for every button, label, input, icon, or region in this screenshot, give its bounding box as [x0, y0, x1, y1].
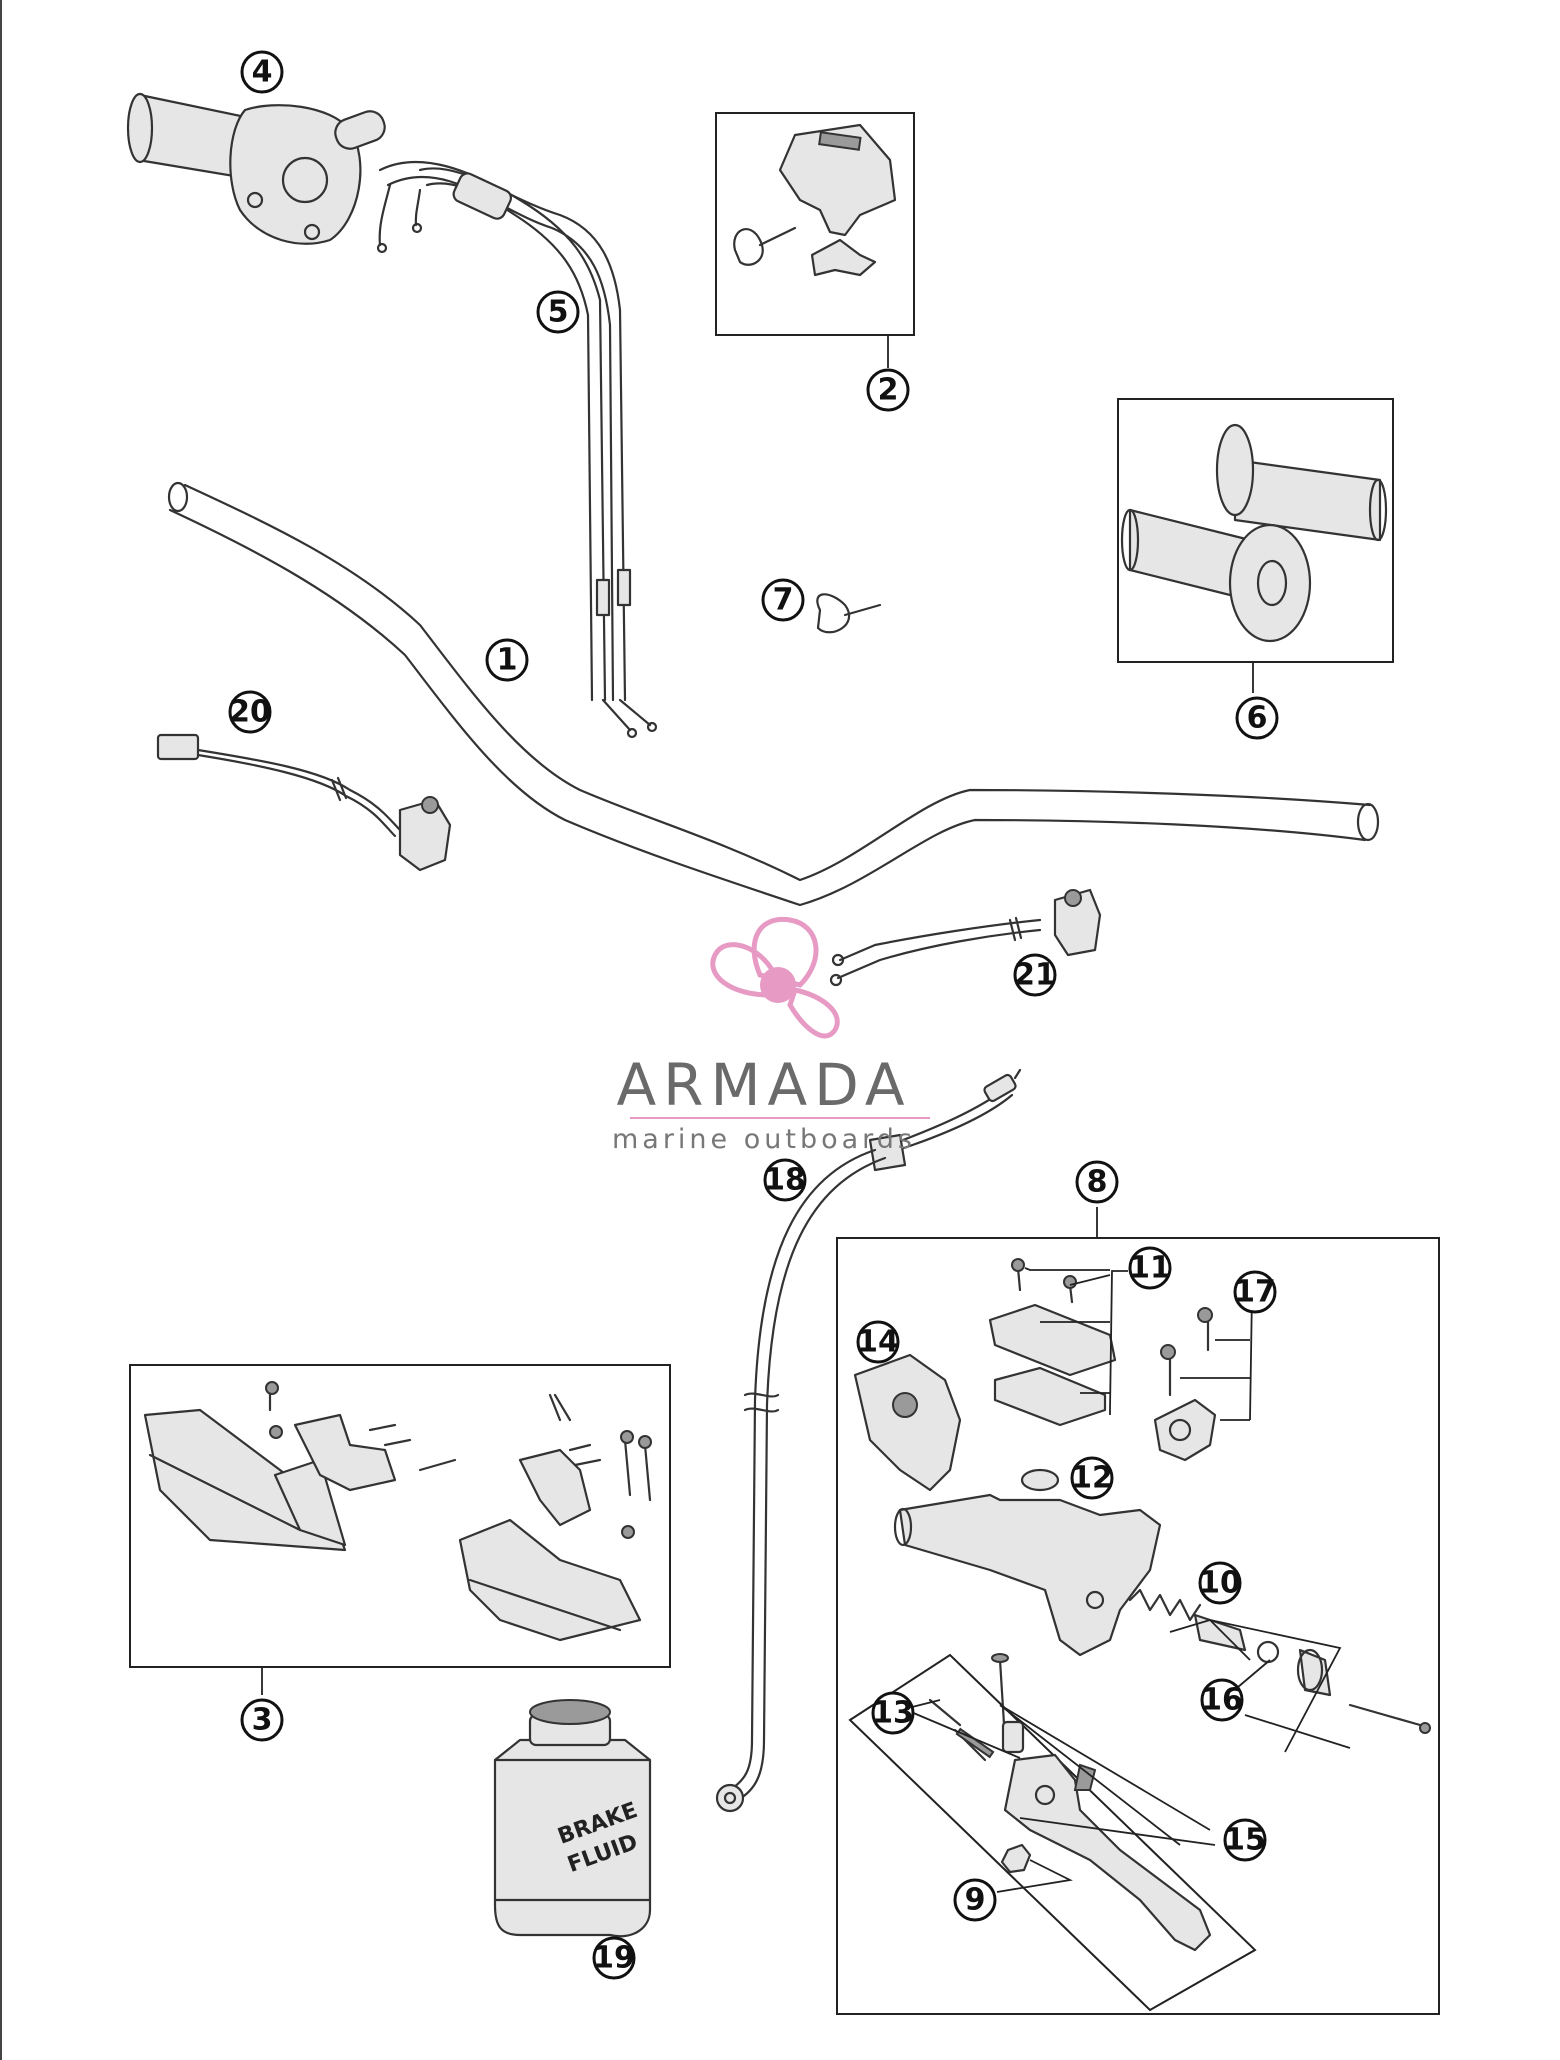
svg-text:4: 4	[252, 55, 273, 90]
svg-text:1: 1	[497, 643, 518, 678]
callout-4: 4	[240, 50, 284, 94]
callout-5: 5	[536, 290, 580, 334]
callout-labels: 1 2 3 4 5 6 7 8 9 10 11 12 13 14 15 16 1…	[228, 50, 1279, 1980]
callout-16: 16	[1200, 1678, 1244, 1722]
svg-text:15: 15	[1224, 1823, 1266, 1858]
svg-text:13: 13	[872, 1696, 914, 1731]
leader-lines	[261, 335, 1351, 1893]
master-cylinder-box	[836, 1237, 1440, 2015]
callout-7: 7	[761, 578, 805, 622]
svg-text:21: 21	[1014, 958, 1056, 993]
svg-text:6: 6	[1247, 701, 1268, 736]
callout-11: 11	[1128, 1246, 1172, 1290]
callout-6: 6	[1235, 696, 1279, 740]
brake-hose	[715, 1068, 1022, 1813]
handlebar	[167, 481, 1380, 907]
callout-15: 15	[1223, 1818, 1267, 1862]
callout-9: 9	[953, 1878, 997, 1922]
svg-text:14: 14	[857, 1325, 899, 1360]
right-switch-wire	[829, 888, 1102, 987]
svg-text:7: 7	[773, 583, 794, 618]
svg-text:20: 20	[229, 695, 271, 730]
callout-10: 10	[1198, 1561, 1242, 1605]
callout-17: 17	[1233, 1270, 1277, 1314]
cable-tie	[816, 593, 882, 634]
propeller-icon	[710, 916, 840, 1039]
throttle-cables	[376, 160, 658, 739]
logo-wordmark: ARMADA	[616, 1051, 911, 1119]
callout-2: 2	[866, 368, 910, 412]
svg-text:2: 2	[878, 373, 899, 408]
svg-text:12: 12	[1071, 1461, 1113, 1496]
callout-21: 21	[1013, 953, 1057, 997]
callout-1: 1	[485, 638, 529, 682]
throttle-grip-assembly	[126, 92, 386, 245]
svg-text:3: 3	[252, 1703, 273, 1738]
callout-8: 8	[1075, 1160, 1119, 1204]
handguards-box	[129, 1364, 671, 1668]
callout-3: 3	[240, 1698, 284, 1742]
logo-tagline: marine outboards	[612, 1124, 916, 1155]
brake-fluid-can: BRAKE FLUID	[493, 1699, 652, 1938]
svg-text:18: 18	[764, 1163, 806, 1198]
svg-text:11: 11	[1129, 1251, 1171, 1286]
armada-logo: ARMADA marine outboards	[612, 916, 930, 1155]
switch-kit-box	[715, 112, 915, 336]
svg-text:17: 17	[1234, 1275, 1276, 1310]
callout-14: 14	[856, 1320, 900, 1364]
left-switch-wire	[156, 733, 452, 872]
svg-text:16: 16	[1201, 1683, 1243, 1718]
callout-18: 18	[763, 1158, 807, 1202]
callout-12: 12	[1070, 1456, 1114, 1500]
svg-text:19: 19	[593, 1941, 635, 1976]
callout-13: 13	[871, 1691, 915, 1735]
lever-subbox	[848, 1653, 1257, 2012]
svg-text:8: 8	[1087, 1165, 1108, 1200]
callout-20: 20	[228, 690, 272, 734]
callout-19: 19	[592, 1936, 636, 1980]
grips-box	[1117, 398, 1394, 663]
svg-text:10: 10	[1199, 1566, 1241, 1601]
svg-text:5: 5	[548, 295, 569, 330]
svg-text:9: 9	[965, 1883, 986, 1918]
